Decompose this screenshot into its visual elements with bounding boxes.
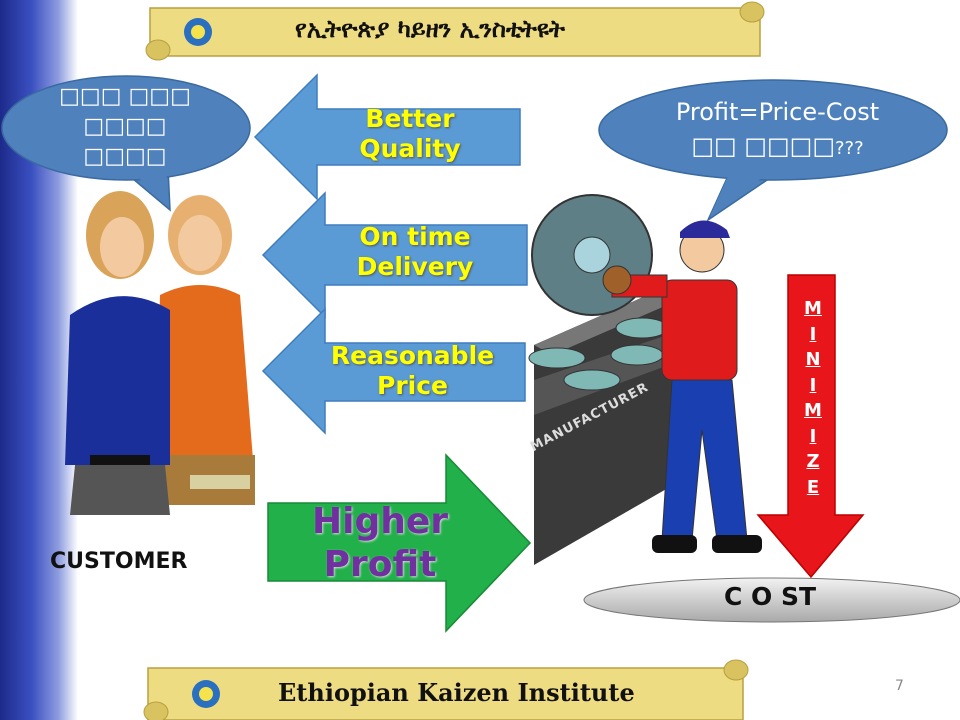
- minimize-letters: M I N I M I Z E: [798, 296, 828, 500]
- minimize-letter: Z: [806, 451, 820, 472]
- minimize-letter: I: [809, 425, 817, 447]
- header-scroll-shape: [145, 1, 765, 61]
- cost-ellipse: [583, 577, 960, 623]
- minimize-down-arrow: [756, 274, 865, 579]
- footer-scroll-shape: [143, 659, 749, 720]
- reasonable-price-arrow: [261, 307, 526, 435]
- header-title: የኢትዮጵያ ካይዘን ኢንስቲትዩት: [295, 14, 566, 43]
- page-number: 7: [895, 678, 904, 694]
- customer-label: CUSTOMER: [50, 549, 188, 574]
- manufacturer-illustration: [528, 194, 762, 565]
- manufacturer-speech-bubble: [598, 79, 948, 223]
- minimize-letter: M: [804, 400, 822, 421]
- minimize-letter: I: [809, 374, 817, 396]
- customer-bubble-line3: □□□□: [83, 144, 167, 169]
- manufacturer-bubble-line2: □□ □□□□???: [691, 132, 864, 160]
- better-quality-arrow: [253, 73, 521, 201]
- customers-illustration: [65, 191, 255, 515]
- minimize-letter: M: [804, 298, 822, 319]
- footer-title: Ethiopian Kaizen Institute: [278, 678, 635, 707]
- customer-bubble-line1: □□□ □□□: [59, 84, 191, 109]
- higher-profit-arrow: [267, 453, 532, 633]
- customer-speech-bubble: [1, 75, 251, 212]
- footer-banner: Ethiopian Kaizen Institute: [138, 658, 758, 720]
- benefit-arrows: [253, 73, 528, 435]
- header-banner: የኢትዮጵያ ካይዘን ኢንስቲትዩት: [140, 0, 780, 62]
- cost-label: C O ST: [723, 582, 817, 611]
- customer-bubble-line2: □□□□: [83, 114, 167, 139]
- minimize-letter: N: [805, 349, 821, 370]
- minimize-letter: I: [809, 323, 817, 345]
- minimize-letter: E: [806, 476, 820, 498]
- profit-formula-text: Profit=Price-Cost: [675, 98, 880, 126]
